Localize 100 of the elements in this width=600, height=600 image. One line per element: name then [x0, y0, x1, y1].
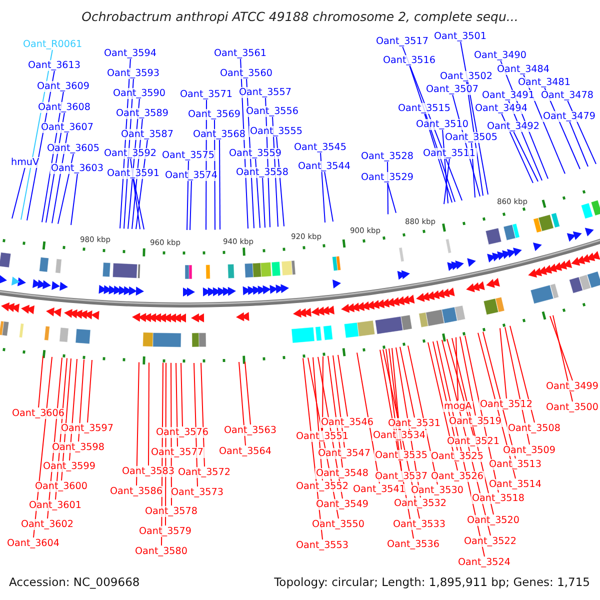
gene-label: Oant_3587	[120, 128, 174, 140]
leader-line	[513, 131, 538, 182]
gene-label: Oant_3603	[50, 162, 104, 174]
leader-line	[338, 354, 348, 417]
leader-line	[510, 325, 535, 423]
gene-label: Oant_3546	[320, 416, 374, 428]
gene-label: Oant_3481	[517, 76, 572, 88]
gene-label: Oant_3550	[311, 518, 366, 530]
gene-label: Oant_3502	[439, 70, 494, 82]
gene-label: Oant_3564	[218, 446, 272, 456]
gene-label: Oant_3516	[382, 54, 436, 66]
gene-label: Oant_3555	[249, 126, 304, 136]
leader-line	[12, 167, 26, 219]
gene-label: Oant_3541	[352, 484, 406, 494]
gene-label: Oant_3501	[433, 30, 488, 42]
leader-line	[190, 180, 192, 230]
gene-label: Oant_3544	[297, 160, 352, 172]
gene-label: Oant_3505	[444, 132, 498, 142]
leader-line	[38, 356, 44, 408]
gene-label: Oant_3553	[295, 540, 350, 550]
gene-label: Oant_3601	[28, 500, 82, 510]
gene-label: Oant_3491	[481, 90, 536, 100]
gene-label: Oant_3528	[360, 150, 414, 162]
leader-line	[400, 346, 415, 418]
gene-label: Oant_3600	[34, 480, 88, 492]
gene-label: Oant_3509	[502, 444, 556, 456]
gene-label: Oant_3500	[545, 402, 600, 412]
gene-label: hmuV	[10, 156, 40, 168]
gene-label: Oant_3537	[374, 470, 428, 482]
gene-label: Oant_3557	[238, 86, 292, 98]
leader-line	[87, 360, 92, 423]
leader-line	[180, 362, 183, 427]
gene-label: Oant_3575	[161, 150, 216, 160]
gene-label: Oant_3549	[315, 498, 370, 510]
gene-label: Oant_3507	[425, 84, 480, 94]
leader-line	[148, 362, 150, 466]
gene-label: Oant_3548	[315, 468, 370, 478]
gene-label: Oant_3586	[109, 486, 164, 496]
gene-label: Oant_3520	[466, 514, 520, 526]
gene-label: Oant_3519	[448, 416, 502, 426]
gene-label: Oant_3599	[42, 460, 96, 472]
gene-label: Oant_3572	[177, 466, 232, 478]
leader-line	[244, 361, 251, 425]
gene-label: Oant_3515	[397, 102, 452, 114]
leader-line	[78, 359, 84, 442]
gene-label: Oant_3574	[164, 170, 218, 180]
leader-line	[550, 316, 573, 381]
gene-label: Oant_3525	[430, 450, 484, 462]
gene-label: Oant_3607	[40, 122, 94, 132]
leader-line	[569, 121, 588, 167]
gene-label: Oant_3529	[360, 172, 414, 182]
gene-label: Oant_3602	[20, 518, 74, 530]
gene-label: Oant_3598	[51, 442, 106, 452]
gene-label: Oant_3512	[479, 398, 534, 410]
gene-label: mogA	[443, 400, 473, 412]
gene-label: Oant_3597	[60, 422, 114, 434]
leader-line	[552, 314, 573, 402]
gene-label: Oant_R0061	[22, 38, 84, 50]
gene-label: Oant_3511	[422, 148, 476, 158]
leader-line	[460, 336, 476, 416]
leader-line	[238, 362, 246, 446]
diagram-title: Ochrobactrum anthropi ATCC 49188 chromosome 2, complete sequ...	[80, 9, 520, 24]
gene-label: Oant_3552	[295, 480, 350, 492]
gene-label: Oant_3577	[150, 446, 204, 458]
gene-label: Oant_3576	[155, 426, 210, 438]
gene-label: Oant_3561	[213, 48, 268, 58]
gene-label: Oant_3573	[170, 486, 224, 498]
gene-label: Oant_3560	[219, 68, 274, 78]
gene-label: Oant_3494	[474, 102, 528, 114]
gene-label: Oant_3526	[430, 470, 484, 482]
gene-label: Oant_3579	[138, 526, 192, 536]
gene-label: Oant_3551	[295, 430, 350, 442]
gene-label: Oant_3514	[488, 478, 542, 490]
gene-label: Oant_3608	[37, 102, 92, 112]
gene-label: Oant_3508	[507, 422, 562, 434]
gene-label: Oant_3510	[415, 118, 470, 130]
leader-line	[442, 129, 448, 204]
gene-label: Oant_3580	[134, 546, 188, 556]
gene-label: Oant_3490	[473, 50, 528, 60]
gene-label: Oant_3606	[11, 408, 66, 418]
leader-line	[444, 158, 450, 205]
gene-label: Oant_3535	[374, 450, 428, 460]
gene-label: Oant_3524	[457, 556, 512, 568]
leader-line	[186, 160, 189, 230]
gene-label: Oant_3530	[410, 484, 464, 496]
gene-label: Oant_3492	[486, 120, 540, 132]
gene-label: Oant_3591	[106, 168, 160, 178]
gene-label: Oant_3589	[115, 108, 170, 118]
gene-label: Oant_3559	[228, 148, 282, 158]
gene-label: Oant_3583	[121, 466, 176, 476]
leader-line	[133, 178, 144, 230]
gene-label: Oant_3513	[488, 458, 542, 470]
gene-label: Oant_3531	[387, 418, 442, 428]
gene-label: Oant_3593	[106, 68, 160, 78]
gene-label: Oant_3547	[317, 448, 372, 458]
leader-line	[130, 158, 140, 230]
gene-label: Oant_3484	[496, 64, 550, 74]
leader-line	[500, 328, 507, 399]
gene-label: Oant_3605	[46, 142, 100, 154]
gene-label: Oant_3568	[192, 128, 246, 140]
